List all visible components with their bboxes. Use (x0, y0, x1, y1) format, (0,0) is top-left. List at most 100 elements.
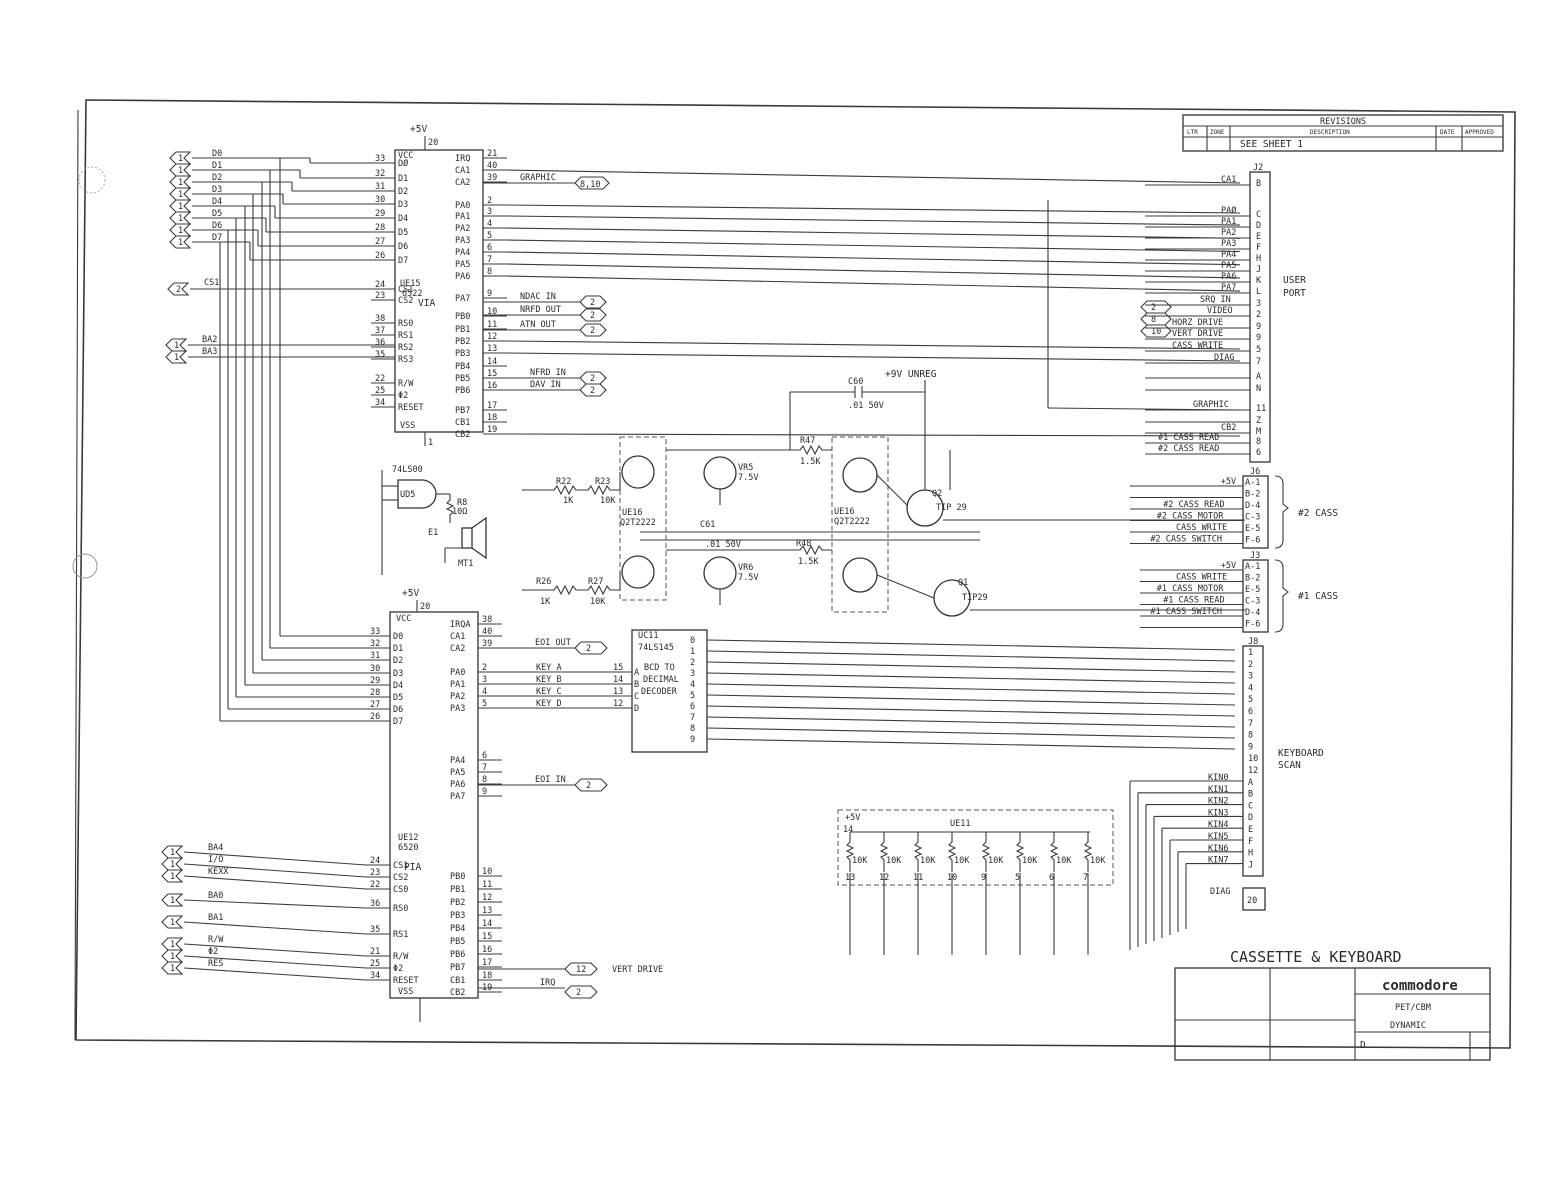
pin-name: RS1 (393, 930, 408, 940)
user-port-signal: PA1 (1221, 217, 1236, 227)
pack-resistor-value: 10K (1090, 856, 1106, 866)
rpack-ref: UE11 (950, 819, 970, 829)
pin-name: PA7 (455, 294, 470, 304)
pin-number: 16 (482, 945, 492, 955)
pack-pin: 7 (1083, 873, 1088, 883)
keyboard-pin: 6 (1248, 707, 1253, 717)
address-label: BA0 (208, 891, 223, 901)
decoder-output-num: 3 (690, 669, 695, 679)
user-port-signal: PA3 (1221, 239, 1236, 249)
pin-number: 9 (482, 787, 487, 797)
pia-right-pins: 38IRQA40CA139CA22PA03PA14PA25PA36PA47PA5… (450, 615, 502, 998)
port-line (506, 204, 1241, 214)
pack-resistor (1049, 832, 1059, 872)
pin-name: D7 (398, 256, 408, 266)
cass1-ref: J3 (1250, 551, 1260, 561)
pin-name: PB2 (455, 337, 470, 347)
pack-resistor-value: 10K (988, 856, 1004, 866)
cass2-signal: #2 CASS READ (1163, 500, 1224, 510)
decoder-input-name: KEY D (536, 699, 562, 709)
pin-name: PA0 (455, 201, 470, 211)
pin-name: D5 (393, 693, 403, 703)
pin-name: PA1 (450, 680, 465, 690)
pin-number: 3 (487, 207, 492, 217)
pin-number: 17 (482, 958, 492, 968)
graphic-ref: 8,10 (580, 180, 600, 190)
cass2-pin: A-1 (1245, 478, 1260, 488)
cass1-pin: F-6 (1245, 620, 1260, 630)
pin-number: 4 (482, 687, 487, 697)
cass2-pin: B-2 (1245, 490, 1260, 500)
pin-name: PB4 (455, 362, 470, 372)
pin-name: PB3 (455, 349, 470, 359)
bus-label: D5 (212, 209, 222, 219)
keyboard-pin: 7 (1248, 719, 1253, 729)
revisions-col-approved: APPROVED (1465, 129, 1494, 136)
pin-number: 40 (487, 161, 497, 171)
revisions-col-date: DATE (1440, 129, 1455, 136)
pin-name: CB1 (450, 976, 465, 986)
address-connector-icon (161, 869, 184, 883)
pin-number: 29 (375, 209, 385, 219)
address-connector-icon (161, 915, 184, 929)
r47-label: R47 (800, 436, 815, 446)
bus-ref: 1 (178, 238, 183, 248)
bus-ref: 1 (178, 154, 183, 164)
user-port-pin: 11 (1256, 404, 1266, 414)
pin-name: RS3 (398, 355, 413, 365)
user-port-pin: 3 (1256, 299, 1261, 309)
r27-label: R27 (588, 577, 603, 587)
port-line (506, 263, 1241, 279)
ue16b-part: Q2T2222 (834, 517, 870, 527)
ba2-ref: 1 (174, 341, 179, 351)
pin-name: R/W (393, 952, 409, 962)
pack-resistor-value: 10K (1022, 856, 1038, 866)
pia-vcc-pin: 20 (420, 602, 430, 612)
decoder-output-num: 1 (690, 647, 695, 657)
eoi-out-ref: 2 (586, 644, 591, 654)
cass2-signal: #2 CASS MOTOR (1157, 512, 1224, 522)
port-line (506, 227, 1241, 239)
pin-name: PA0 (450, 668, 465, 678)
irq-ref: 2 (576, 988, 581, 998)
diag-label: DIAG (1210, 887, 1230, 897)
pin-name: CA1 (455, 166, 470, 176)
decoder-output-num: 5 (690, 691, 695, 701)
pin-name: RS1 (398, 331, 413, 341)
r8-value: 10Ω (452, 507, 467, 517)
speaker-label-2: MT1 (458, 559, 473, 569)
decoder-output-line (706, 661, 1236, 673)
keyboard-pin: C (1248, 801, 1253, 811)
keyboard-pin: 5 (1248, 695, 1253, 705)
via-vss: VSS (400, 421, 415, 431)
user-port-signal: CA1 (1221, 175, 1236, 185)
atn-label: ATN OUT (520, 320, 556, 330)
user-port-label-2: PORT (1283, 288, 1306, 299)
r26-value: 1K (540, 597, 551, 607)
user-port-pin: E (1256, 232, 1261, 242)
q1-part: TIP29 (962, 593, 988, 603)
decoder-output-line (706, 650, 1236, 662)
keyboard-kin-label: KIN6 (1208, 844, 1228, 854)
pin-number: 35 (370, 925, 380, 935)
pin-number: 5 (482, 699, 487, 709)
vr6-value: 7.5V (738, 573, 758, 583)
pin-number: 6 (487, 243, 492, 253)
cass1-signal: CASS WRITE (1176, 573, 1227, 583)
pin-name: D7 (393, 717, 403, 727)
pin-name: PB0 (455, 312, 470, 322)
rpack-supply: +5V (845, 813, 860, 823)
address-ref: 1 (170, 964, 175, 974)
pin-name: CA2 (455, 178, 470, 188)
vr6-label: VR6 (738, 563, 753, 573)
via-type: VIA (418, 298, 435, 309)
keyboard-label-1: KEYBOARD (1278, 748, 1324, 759)
ndac-ref: 2 (590, 298, 595, 308)
port-line (506, 169, 1241, 184)
via-offsheet-signals: GRAPHIC 8,10 NDAC IN NRFD OUT ATN OUT 2 … (483, 173, 610, 397)
keyboard-rows: 1234567891012ABCDEFHJKIN0KIN1KIN2KIN3KIN… (1129, 648, 1258, 950)
user-port-pin: D (1256, 221, 1261, 231)
pin-number: 14 (487, 357, 497, 367)
keyboard-kin-label: KIN0 (1208, 773, 1228, 783)
pin-number: 10 (487, 307, 497, 317)
